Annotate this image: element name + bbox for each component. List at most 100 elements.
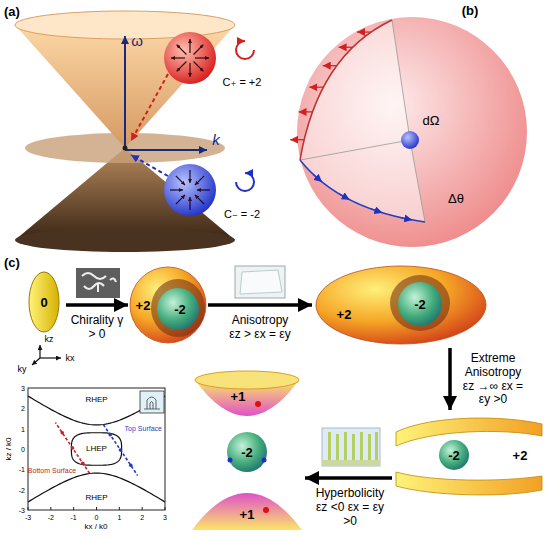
tick-label: 2 [21, 405, 25, 412]
k-axes [32, 345, 61, 365]
fermi-sphere-outline [151, 279, 205, 337]
charge-label: +2 [337, 308, 352, 321]
crystal-photo [235, 266, 285, 298]
field-arrow [176, 176, 185, 185]
tick-label: -2 [19, 486, 25, 493]
rotation-arrow [236, 173, 254, 191]
nanorod-photo [322, 460, 380, 466]
rotation-arrow [236, 41, 254, 191]
berry-sphere [297, 17, 527, 247]
tick-label: 0 [95, 514, 99, 521]
hyperboloid-surface-outline [263, 507, 269, 513]
dispersion-cone [15, 11, 235, 252]
fermi-disk-outline [29, 272, 59, 332]
dispersion-plot [71, 433, 121, 466]
axis-title: kz / k0 [5, 437, 13, 460]
charge-label: 0 [40, 296, 47, 309]
dispersion-plot [71, 446, 75, 450]
field-arrow [170, 39, 210, 210]
band-label: RHEP [85, 396, 107, 404]
dispersion-plot [28, 507, 29, 510]
field-arrow [194, 62, 204, 72]
nanorod-photo [328, 432, 331, 460]
charge-label: -2 [174, 303, 186, 316]
berry-vector [299, 111, 313, 112]
tick-label: 0 [21, 446, 25, 453]
field-arrow [189, 63, 190, 77]
berry-vector [309, 87, 323, 88]
field-arrow [170, 189, 183, 190]
k-axes [40, 357, 61, 358]
dispersion-plot [119, 507, 120, 510]
berry-vector [401, 218, 413, 220]
band-label: LHEP [86, 445, 107, 453]
field-arrow [195, 176, 204, 185]
hyperboloid-surface: +1-2+1 [190, 368, 305, 532]
crystal-photo [235, 266, 285, 298]
dispersion-plot [28, 388, 165, 510]
fermi-ellipsoid-outline [312, 262, 490, 348]
fermi-ellipsoid-outline [316, 266, 486, 344]
field-arrow [195, 57, 209, 58]
transition-arrow [66, 303, 128, 307]
fermi-ellipsoid: +2-2 [312, 262, 490, 348]
solid-angle-label: dΩ [423, 114, 440, 127]
tick-label: 2 [140, 514, 144, 521]
axis-arrow [124, 36, 126, 148]
k-axes [39, 345, 40, 358]
berry-vector [313, 174, 322, 182]
field-arrow [194, 45, 204, 55]
dispersion-plot [119, 448, 123, 452]
hyperboloid-surface-outline [227, 432, 267, 472]
nanorod-photo [375, 432, 378, 460]
tick-label: -1 [19, 466, 25, 473]
tick-label: -1 [71, 514, 77, 521]
k-axes [32, 358, 40, 365]
field-arrow [189, 197, 190, 210]
dispersion-cone [15, 11, 235, 39]
fermi-sphere-outline [130, 267, 206, 343]
berry-sphere [300, 20, 392, 160]
surface-label: Top Surface [125, 424, 162, 431]
charge-label: -2 [241, 446, 253, 459]
tick-label: 1 [117, 514, 121, 521]
charge-label: +1 [231, 390, 246, 403]
surface-label: Bottom Surface [28, 467, 76, 474]
fermi-sheets: -2+2 [392, 410, 545, 500]
berry-sphere [401, 131, 419, 149]
edge-label: Hyperbolicity εz <0 εx = εy >0 [309, 487, 391, 528]
berry-vector [290, 139, 304, 140]
berry-vector [323, 65, 337, 66]
nanorod-photo [368, 434, 371, 460]
edge-label: Chirality γ > 0 [68, 314, 126, 342]
edge-label: Extreme Anisotropy εz →∞ εx = εy >0 [462, 352, 524, 407]
pointer-line [131, 155, 168, 176]
dispersion-cone [15, 228, 235, 252]
hyperboloid-surface-outline [228, 458, 233, 463]
monopole-sphere [164, 32, 216, 216]
tick-label: -2 [48, 514, 54, 521]
monopole-sphere [164, 164, 216, 216]
nanorod-photo [328, 432, 378, 460]
panel-label: (b) [462, 4, 479, 17]
transition-arrow [448, 348, 452, 410]
dispersion-plot [165, 507, 166, 510]
berry-sphere [300, 160, 425, 222]
fermi-ellipsoid-outline [398, 282, 442, 326]
dispersion-plot [103, 425, 137, 476]
field-arrow [189, 170, 190, 183]
nanorod-photo [360, 432, 363, 460]
axis-label: ω [131, 33, 143, 48]
tick-label: 3 [21, 385, 25, 392]
berry-sphere [300, 20, 425, 222]
dispersion-plot [96, 507, 97, 510]
dispersion-plot [140, 391, 164, 413]
transition-arrow [208, 303, 312, 307]
dispersion-plot [60, 431, 64, 435]
metamaterial-photo [76, 268, 120, 298]
fermi-disk: 0 [22, 270, 66, 334]
tick-label: 3 [163, 514, 167, 521]
charge-label: +2 [136, 299, 151, 312]
berry-sphere [290, 17, 527, 247]
